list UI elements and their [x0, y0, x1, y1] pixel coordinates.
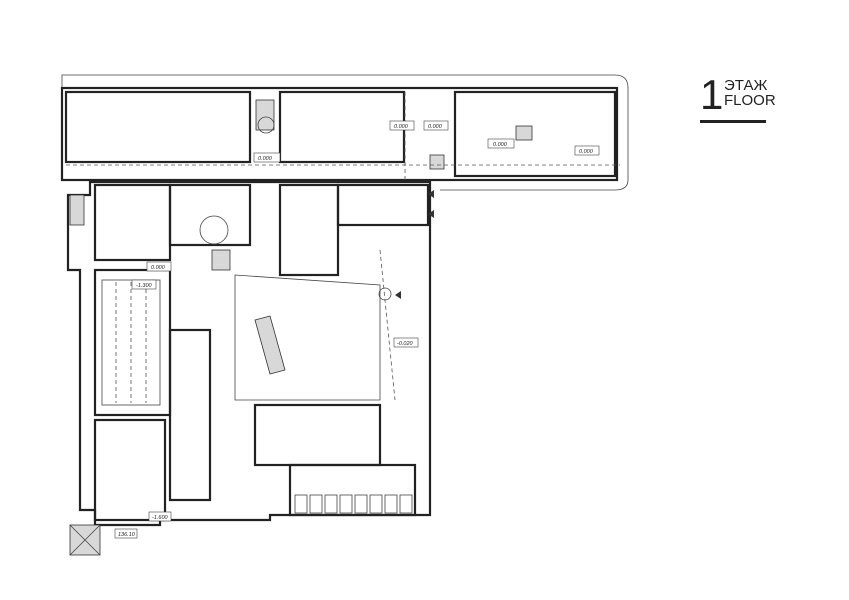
svg-text:0.000: 0.000 [258, 156, 273, 162]
floor-number: 1 [700, 71, 724, 118]
entrance-arrow [428, 190, 434, 198]
floor-label-en: FLOOR [724, 92, 776, 109]
site-boundary [61, 74, 629, 191]
corridor-west [168, 328, 212, 502]
atrium-circle [257, 116, 275, 134]
legend-underline [700, 120, 766, 123]
vestibule-cross [69, 524, 101, 556]
hall-south [253, 403, 382, 467]
floor-legend: 1 ЭТАЖ FLOOR [700, 71, 776, 126]
ramp [254, 315, 286, 375]
svg-text:136.10: 136.10 [118, 532, 136, 538]
room-block-nw [93, 183, 172, 262]
level-mark: 0.000 [389, 120, 415, 131]
hall-a [278, 183, 340, 277]
rooms-sw [93, 418, 167, 522]
svg-text:0.000: 0.000 [579, 149, 594, 155]
level-mark: 0.000 [487, 138, 515, 149]
svg-text:0.000: 0.000 [394, 124, 409, 130]
svg-text:-1.300: -1.300 [136, 283, 153, 289]
main-hall [234, 274, 381, 401]
svg-text:0.000: 0.000 [493, 142, 508, 148]
room-block-n [168, 183, 252, 247]
entrance-arrow [395, 291, 401, 299]
north-hall-east [453, 90, 617, 178]
rotunda [199, 215, 229, 245]
north-hall-west [64, 90, 252, 164]
north-hall-center [278, 90, 406, 164]
svg-text:0.000: 0.000 [428, 124, 443, 130]
entrance-arrow [428, 210, 434, 218]
pool-hall [93, 268, 172, 417]
level-mark: 0.000 [423, 120, 449, 131]
stair-sw [211, 249, 231, 271]
level-mark: 0.000 [146, 261, 172, 272]
south-cubicles [294, 494, 413, 514]
level-mark: -0.020 [393, 337, 419, 348]
floor-label-ru: ЭТАЖ [724, 77, 768, 94]
level-mark: 0.000 [574, 145, 600, 156]
level-mark: -1.300 [131, 279, 157, 290]
stair-west [69, 194, 85, 226]
hall-b [336, 183, 430, 227]
level-mark: -1.600 [148, 511, 172, 522]
north-wing [60, 86, 619, 182]
elevator-east [429, 154, 445, 170]
axis-line [379, 249, 396, 401]
svg-text:0.000: 0.000 [151, 265, 166, 271]
entrance-marker [378, 287, 392, 301]
svg-text:-0.020: -0.020 [397, 341, 414, 347]
svg-text:-1.600: -1.600 [152, 515, 169, 521]
level-mark: 136.10 [114, 528, 138, 539]
stair-north [255, 99, 275, 131]
core-east [515, 125, 533, 141]
level-mark: 0.000 [253, 152, 281, 163]
pool [101, 279, 161, 406]
south-rooms [288, 463, 417, 517]
